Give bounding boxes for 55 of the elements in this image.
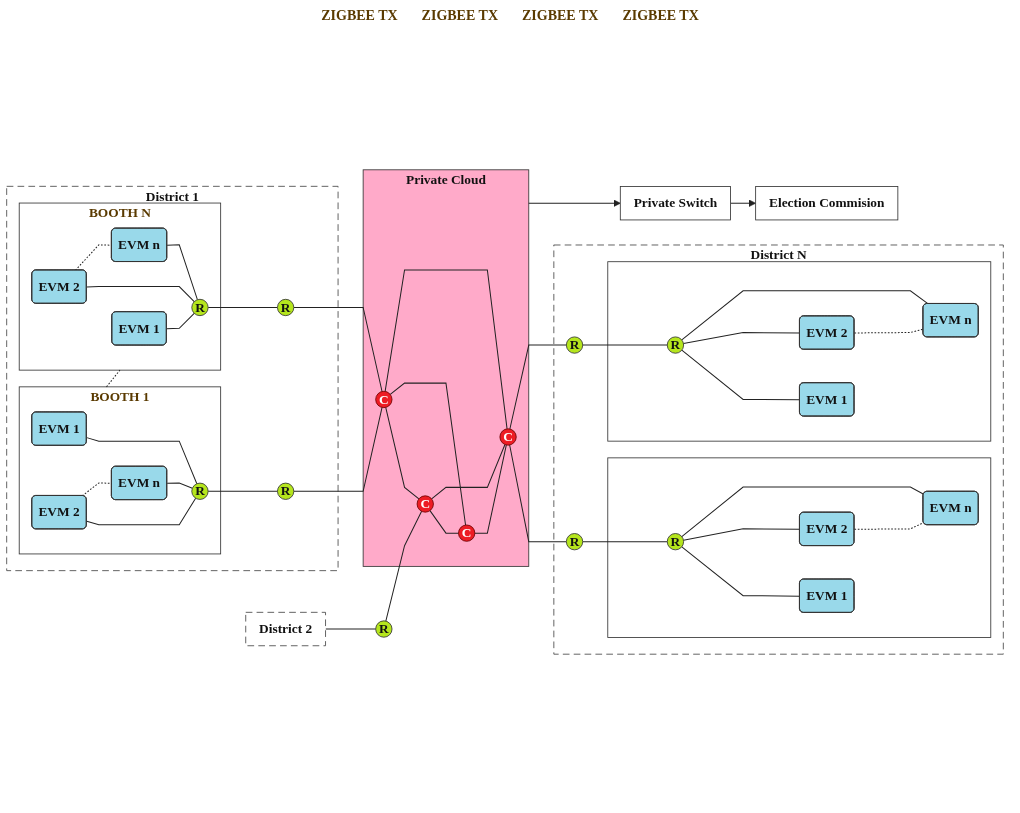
connector (681, 486, 925, 538)
connector (86, 286, 195, 303)
connector (86, 497, 197, 526)
connector (853, 522, 925, 530)
node-box: Election Commision (755, 186, 899, 221)
node-box: District 2 (245, 611, 326, 647)
connector (81, 482, 113, 497)
node-box: Private Switch (619, 186, 731, 221)
connector (429, 510, 459, 534)
connector (207, 307, 278, 308)
connector (385, 510, 423, 622)
note-label: ZIGBEE TX (421, 8, 498, 24)
node-circle: R (191, 482, 209, 500)
node-circle: R (191, 298, 209, 317)
note-label: ZIGBEE TX (522, 8, 599, 24)
connector (509, 444, 567, 543)
connector (325, 628, 377, 630)
node-circle: R (666, 533, 685, 551)
arrow (528, 199, 621, 207)
note-label: ZIGBEE TX (321, 8, 398, 24)
connector (509, 344, 567, 430)
node-circle: R (277, 298, 295, 317)
connector (207, 490, 278, 492)
connector (582, 541, 668, 543)
note-label: ZIGBEE TX (622, 8, 699, 24)
connector (682, 528, 801, 541)
connector (293, 307, 383, 392)
connector (106, 369, 121, 388)
node-circle: C (499, 428, 517, 446)
arrow (730, 199, 756, 207)
node-circle: C (375, 390, 393, 409)
cluster (607, 261, 992, 442)
node-circle: R (375, 620, 393, 638)
connector (582, 344, 668, 346)
connector (681, 290, 929, 341)
connector (683, 332, 801, 345)
connector (86, 437, 198, 485)
connector (431, 444, 506, 500)
connector (389, 382, 467, 526)
node-circle: C (416, 495, 434, 513)
node-circle: R (277, 482, 295, 500)
connector (681, 349, 801, 401)
node-circle: R (666, 336, 685, 354)
connector (166, 312, 195, 330)
connector (166, 482, 193, 489)
node-circle: C (458, 524, 476, 542)
connector (384, 269, 508, 430)
connector (385, 406, 420, 500)
node-circle: R (565, 336, 584, 354)
cluster (607, 457, 992, 638)
connector (293, 406, 383, 492)
connector (166, 244, 198, 301)
connector (681, 546, 801, 597)
connector (474, 444, 507, 534)
node-circle: R (565, 533, 584, 551)
